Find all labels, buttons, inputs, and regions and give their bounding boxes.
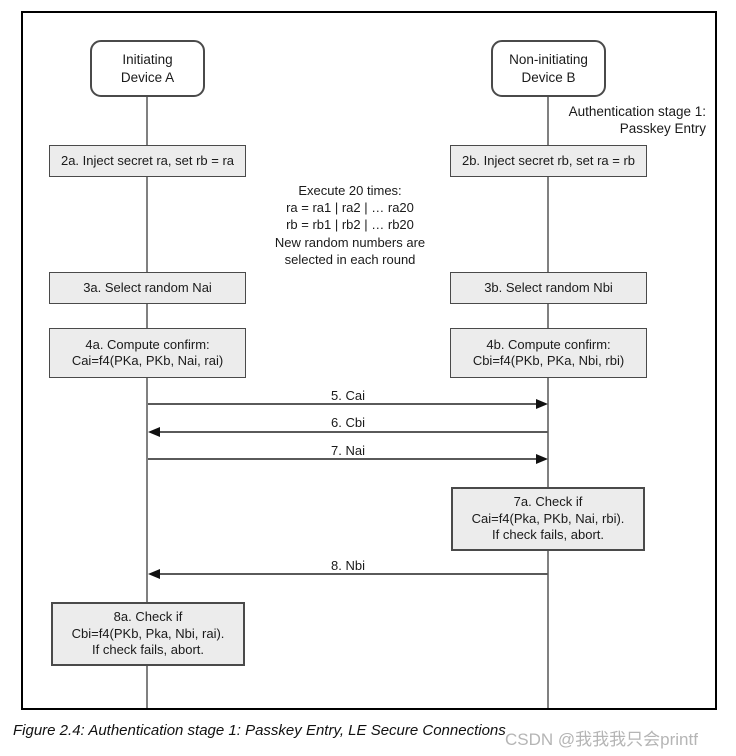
arrowhead-right-icon [536, 454, 548, 464]
message-5-cai-label: 5. Cai [331, 388, 365, 403]
message-6-cbi-line [159, 431, 548, 433]
step-8a-check: 8a. Check if Cbi=f4(PKb, Pka, Nbi, rai).… [51, 602, 245, 666]
step-2a-inject-secret: 2a. Inject secret ra, set rb = ra [49, 145, 246, 177]
message-8-nbi-line [159, 573, 548, 575]
message-6-cbi-label: 6. Cbi [331, 415, 365, 430]
step-4b-compute-confirm: 4b. Compute confirm: Cbi=f4(PKb, PKa, Nb… [450, 328, 647, 378]
step-3a-select-random: 3a. Select random Nai [49, 272, 246, 304]
diagram-frame [21, 11, 717, 710]
csdn-watermark: CSDN @我我我只会printf [505, 730, 698, 749]
arrowhead-left-icon [148, 427, 160, 437]
participant-device-b: Non-initiating Device B [491, 40, 606, 97]
message-8-nbi-label: 8. Nbi [331, 558, 365, 573]
message-7-nai-line [148, 458, 538, 460]
message-7-nai-label: 7. Nai [331, 443, 365, 458]
message-5-cai-line [148, 403, 538, 405]
stage-label: Authentication stage 1: Passkey Entry [568, 104, 706, 136]
lifeline-device-b [547, 96, 549, 708]
step-2b-inject-secret: 2b. Inject secret rb, set ra = rb [450, 145, 647, 177]
arrowhead-left-icon [148, 569, 160, 579]
step-3b-select-random: 3b. Select random Nbi [450, 272, 647, 304]
step-4a-compute-confirm: 4a. Compute confirm: Cai=f4(PKa, PKb, Na… [49, 328, 246, 378]
participant-device-a: Initiating Device A [90, 40, 205, 97]
arrowhead-right-icon [536, 399, 548, 409]
step-7a-check: 7a. Check if Cai=f4(Pka, PKb, Nai, rbi).… [451, 487, 645, 551]
execute-note: Execute 20 times: ra = ra1 | ra2 | … ra2… [274, 183, 426, 267]
figure-caption: Figure 2.4: Authentication stage 1: Pass… [13, 722, 506, 739]
lifeline-device-a [146, 96, 148, 708]
